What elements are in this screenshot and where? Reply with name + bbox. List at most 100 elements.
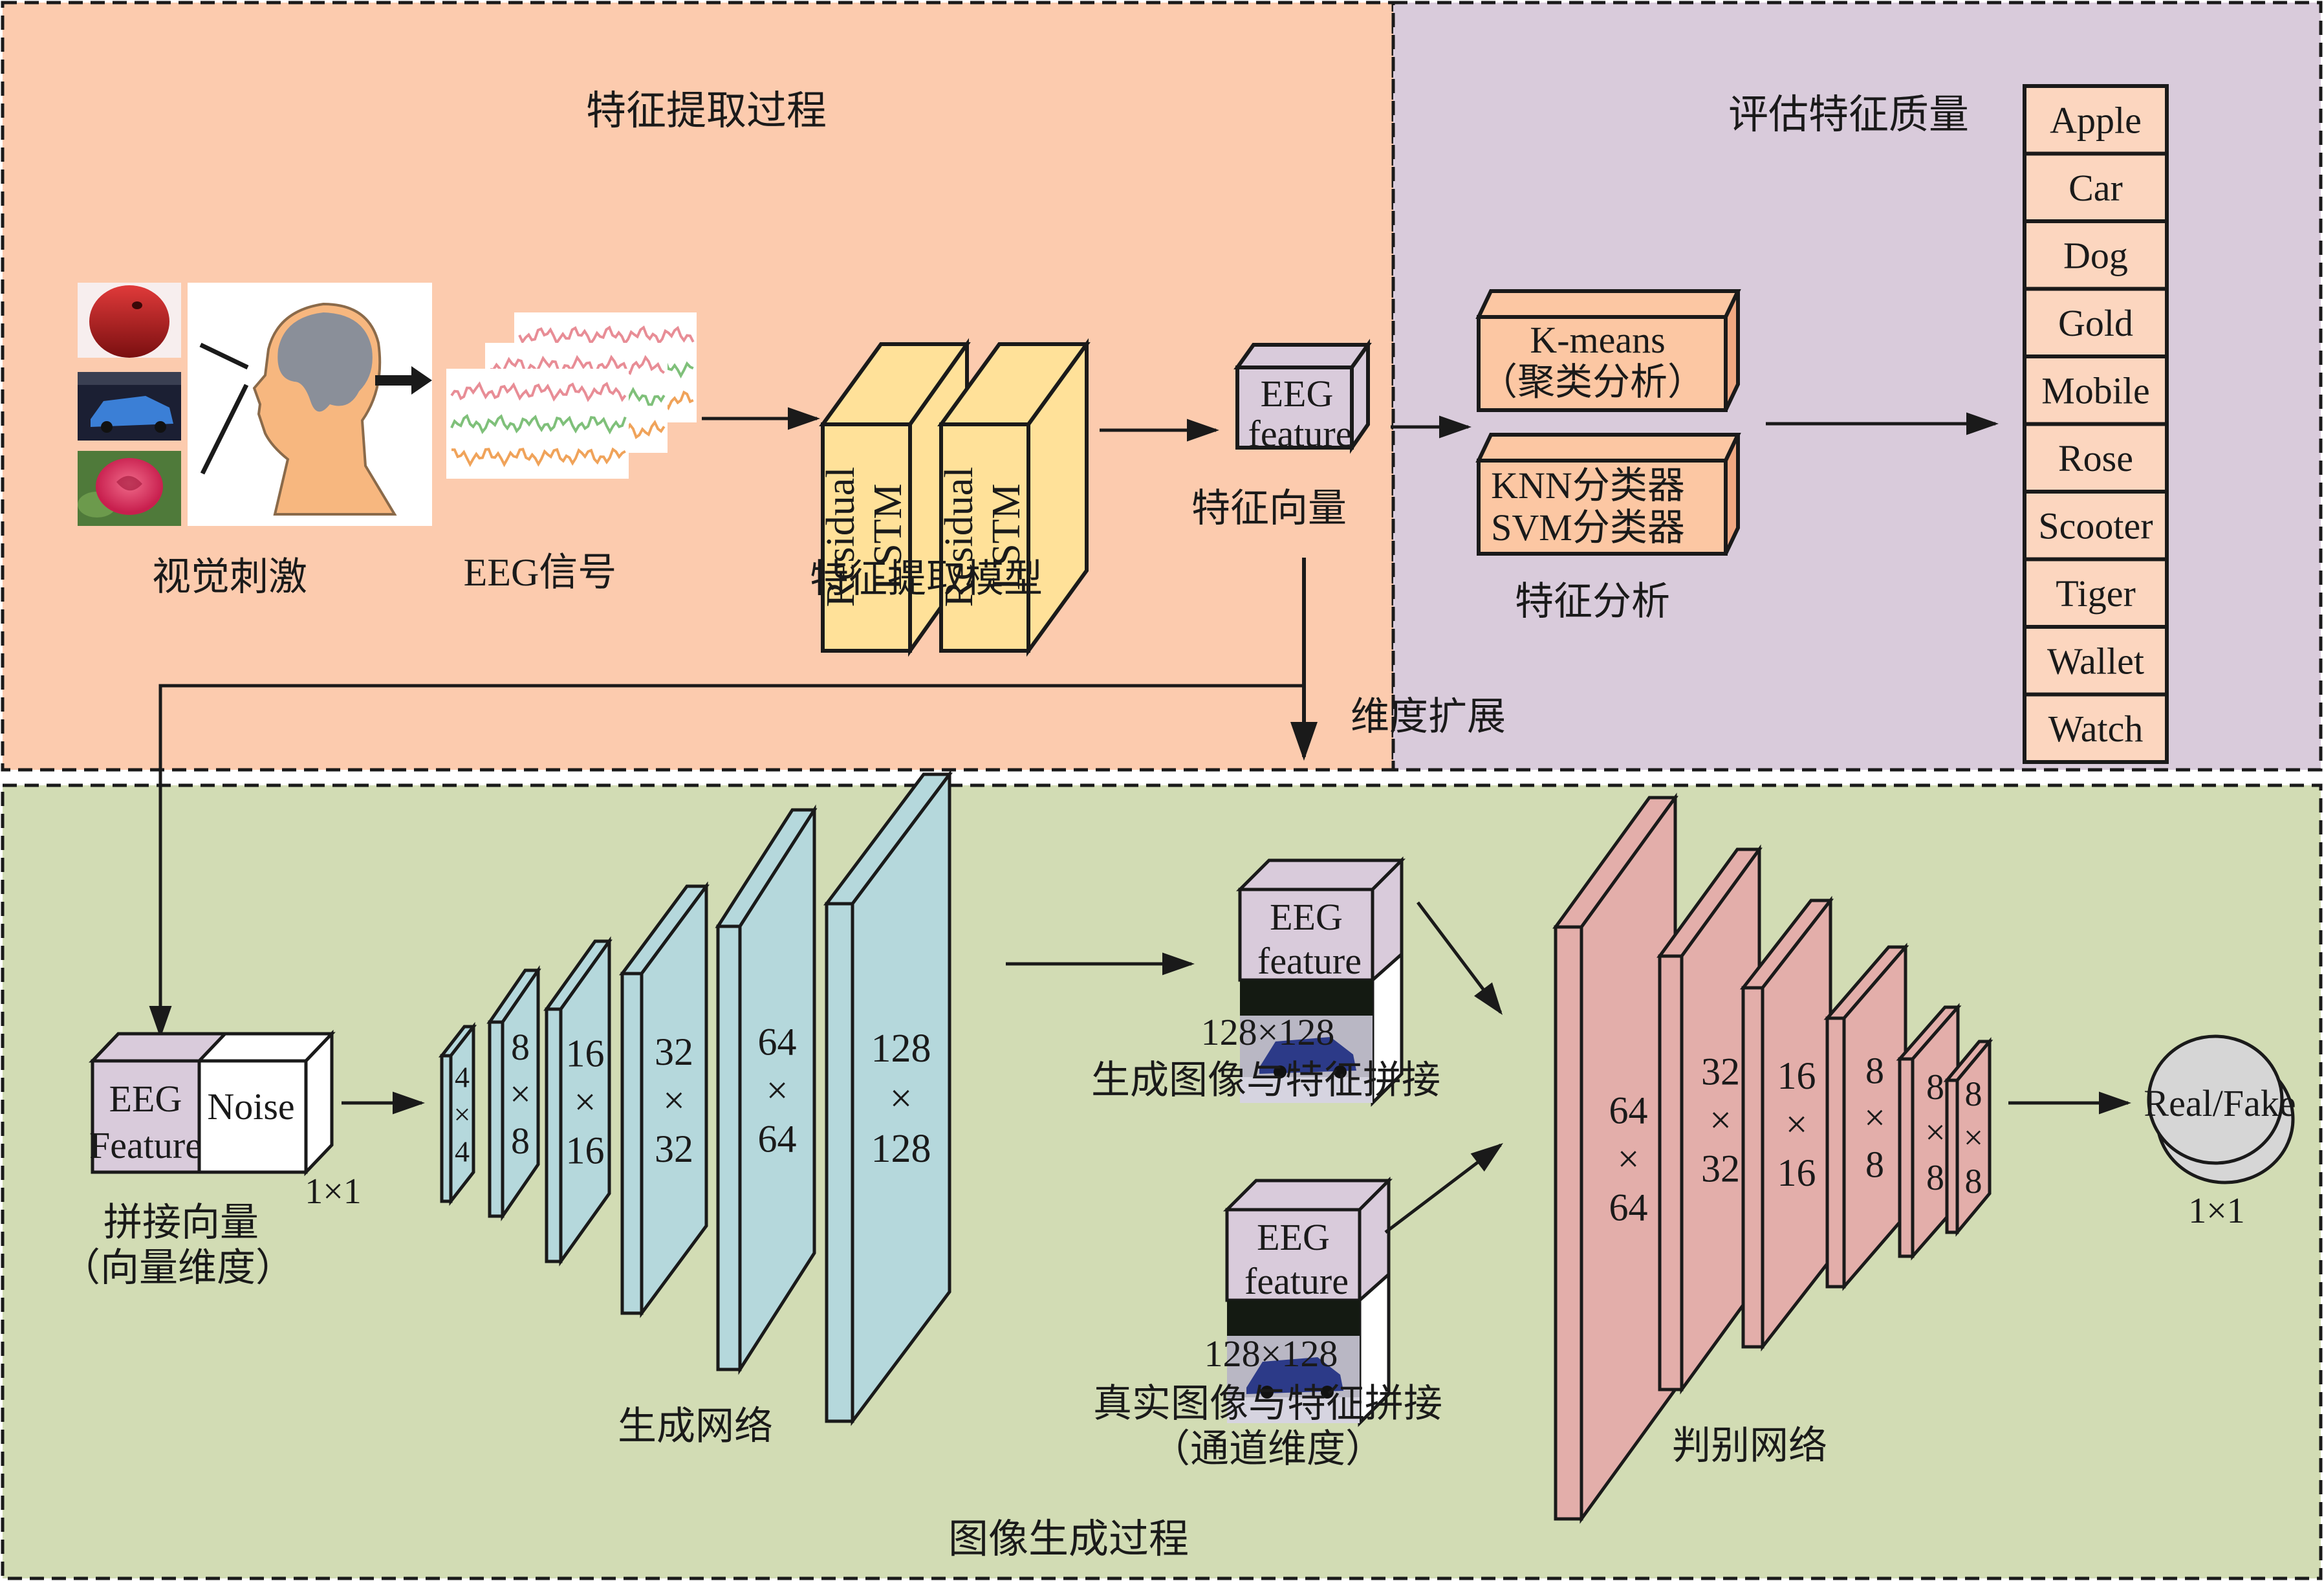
apple-photo bbox=[78, 283, 181, 358]
arrow-fake-to-discriminator bbox=[1417, 901, 1503, 1015]
discriminator-layer: 64×64 bbox=[1552, 792, 1678, 1524]
layer-dim-label: 8 bbox=[1965, 1074, 1982, 1113]
input-label-line2: （向量维度） bbox=[61, 1247, 294, 1289]
class-label: Wallet bbox=[2047, 640, 2144, 682]
input-eeg-line1: EEG bbox=[109, 1078, 182, 1120]
class-item: Tiger bbox=[2023, 557, 2169, 629]
layer-dim-label: 8 bbox=[1926, 1067, 1944, 1107]
discriminator-label: 判别网络 bbox=[1672, 1424, 1827, 1467]
class-label: Apple bbox=[2050, 99, 2142, 141]
class-label: Rose bbox=[2058, 437, 2133, 479]
feature-analysis-label: 特征分析 bbox=[1515, 580, 1670, 623]
car-photo bbox=[78, 372, 181, 441]
eeg-feature-part bbox=[1238, 888, 1374, 982]
eeg-feature-block: EEG feature bbox=[1233, 338, 1372, 455]
layer-dim-label: × bbox=[1864, 1096, 1885, 1139]
model-label: 特征提取模型 bbox=[810, 558, 1043, 600]
layer-dim-label: 8 bbox=[1865, 1143, 1884, 1185]
layer-dim-label: 32 bbox=[1701, 1148, 1740, 1190]
output-size-label: 1×1 bbox=[2188, 1191, 2245, 1231]
generator-layer: 128 × 128 bbox=[823, 769, 953, 1426]
layer-dim-label: 16 bbox=[566, 1129, 605, 1172]
lstm-2-line1: Residual bbox=[937, 467, 981, 607]
eeg-sheet bbox=[446, 369, 629, 479]
class-item: Watch bbox=[2023, 692, 2169, 764]
feature-vector-label: 特征向量 bbox=[1191, 487, 1347, 530]
lstm-1-line1: Residual bbox=[819, 467, 863, 607]
layer-dim-label: 64 bbox=[758, 1021, 797, 1063]
fake-concat-label: 生成图像与特征拼接 bbox=[1091, 1059, 1440, 1102]
knn-label: KNN分类器 bbox=[1491, 464, 1685, 507]
layer-dim-label: × bbox=[890, 1077, 913, 1121]
layer-dim-label: 8 bbox=[511, 1120, 530, 1162]
layer-dim-label: × bbox=[1925, 1113, 1946, 1153]
lstm-block-1: Residual LSTM bbox=[819, 338, 971, 657]
output-node: Real/Fake bbox=[2144, 1034, 2296, 1184]
class-item: Wallet bbox=[2023, 625, 2169, 697]
generation-region-title: 图像生成过程 bbox=[948, 1518, 1189, 1562]
layer-dim-label: × bbox=[574, 1081, 596, 1124]
generator-layer: 4×4 bbox=[438, 1021, 477, 1206]
eeg-trace bbox=[518, 325, 695, 346]
car-image bbox=[1227, 1300, 1360, 1423]
concat-eeg-line2: feature bbox=[1244, 1260, 1349, 1302]
sight-line-upper bbox=[199, 342, 249, 370]
input-eeg-line2: Feature bbox=[89, 1124, 202, 1166]
discriminator-layer: 16×16 bbox=[1739, 895, 1834, 1352]
input-label-line1: 拼接向量 bbox=[103, 1201, 259, 1244]
generator-layer: 32 × 32 bbox=[619, 881, 710, 1318]
eeg-signal-stack bbox=[446, 312, 697, 479]
real-concat-label2: （通道维度） bbox=[1151, 1428, 1384, 1470]
lstm-block-2: Residual LSTM bbox=[937, 338, 1091, 657]
classifier-box: KNN分类器 SVM分类器 bbox=[1475, 433, 1741, 556]
concat-eeg-line2: feature bbox=[1257, 940, 1362, 982]
discriminator-layer: 32×32 bbox=[1656, 844, 1763, 1395]
layer-dim-label: 128 bbox=[871, 1127, 931, 1171]
layer-dim-label: × bbox=[663, 1079, 685, 1122]
layer-dim-label: × bbox=[1964, 1118, 1983, 1157]
lstm-2-line2: LSTM bbox=[984, 483, 1028, 590]
layer-dim-label: 8 bbox=[1926, 1158, 1944, 1198]
class-item: Scooter bbox=[2023, 490, 2169, 562]
generator-network: 4×4 8 × 8 16 × 16 32 × 32 64×64 128 × 128 bbox=[438, 769, 953, 1426]
eeg-trace bbox=[451, 447, 626, 468]
eeg-trace bbox=[450, 381, 627, 402]
head-illustration bbox=[188, 283, 432, 526]
layer-dim-label: × bbox=[1618, 1138, 1640, 1181]
layer-dim-label: 32 bbox=[655, 1030, 693, 1073]
layer-dim-label: 32 bbox=[655, 1128, 693, 1170]
class-item: Dog bbox=[2023, 219, 2169, 291]
layer-dim-label: × bbox=[1710, 1099, 1732, 1142]
layer-dim-label: × bbox=[454, 1098, 471, 1131]
class-item: Rose bbox=[2023, 422, 2169, 494]
layer-dim-label: 16 bbox=[566, 1032, 605, 1075]
eeg-trace bbox=[490, 354, 666, 375]
lstm-1-line2: LSTM bbox=[866, 483, 910, 590]
noise-part bbox=[197, 1059, 308, 1174]
class-label: Mobile bbox=[2041, 369, 2150, 411]
eeg-feature-part bbox=[1225, 1208, 1362, 1302]
concat-eeg-line1: EEG bbox=[1257, 1216, 1330, 1258]
class-label: Gold bbox=[2058, 302, 2133, 344]
layer-dim-label: 8 bbox=[511, 1026, 530, 1068]
stimulus-label: 视觉刺激 bbox=[152, 556, 307, 598]
layer-dim-label: 64 bbox=[758, 1118, 797, 1161]
layer-dim-label: 64 bbox=[1609, 1089, 1648, 1132]
arrow-real-to-discriminator bbox=[1384, 1142, 1503, 1234]
generator-layer: 64×64 bbox=[715, 804, 818, 1375]
arrow-feature-to-generator bbox=[149, 684, 1304, 1038]
eeg-trace bbox=[450, 413, 627, 435]
kmeans-line2: （聚类分析） bbox=[1480, 361, 1705, 403]
stimulus-images bbox=[78, 283, 181, 526]
layer-dim-label: 128 bbox=[871, 1027, 931, 1071]
car-image bbox=[1240, 980, 1373, 1103]
class-label: Tiger bbox=[2056, 572, 2136, 615]
generator-input-block: EEG Feature Noise bbox=[89, 1029, 336, 1177]
generator-layer: 16 × 16 bbox=[543, 936, 613, 1267]
class-item: Apple bbox=[2023, 84, 2169, 156]
svm-label: SVM分类器 bbox=[1491, 507, 1685, 549]
